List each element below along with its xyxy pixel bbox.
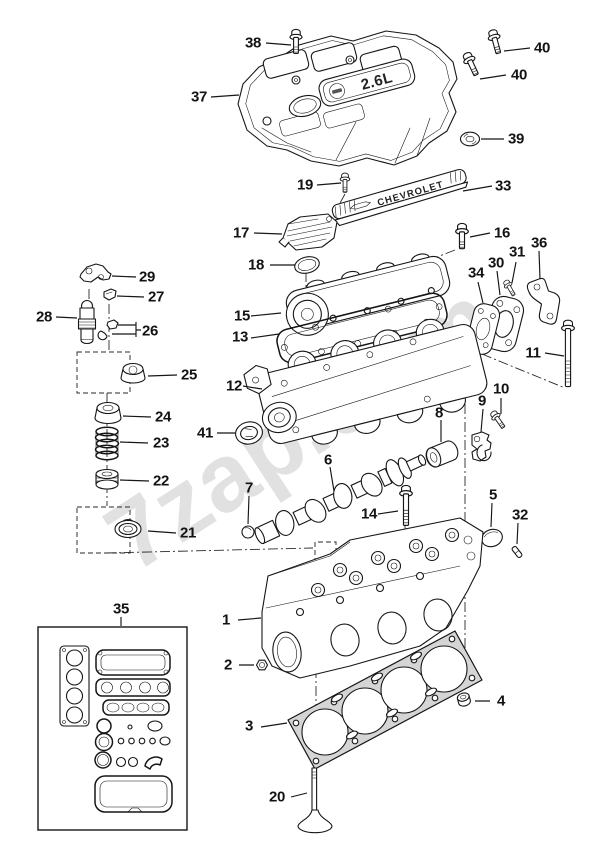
callout-15: 15 — [233, 307, 251, 325]
callout-27: 27 — [147, 288, 165, 306]
oil-filler-cap — [285, 292, 329, 336]
callout-30: 30 — [487, 254, 505, 272]
callout-17: 17 — [232, 224, 250, 242]
brand-strip: CHEVROLET — [331, 168, 469, 227]
callout-37: 37 — [190, 88, 208, 106]
callout-21: 21 — [179, 524, 197, 542]
lifter-28 — [77, 299, 97, 345]
callout-13: 13 — [231, 328, 249, 346]
callout-35: 35 — [112, 600, 130, 618]
camshaft-housing-12 — [243, 318, 488, 445]
callout-12: 12 — [225, 377, 243, 395]
cylinder-head-1 — [261, 517, 484, 679]
camshaft-6 — [254, 454, 427, 545]
nut-2 — [255, 659, 269, 671]
head-gasket-3 — [287, 630, 483, 770]
valve-keepers-26 — [97, 319, 119, 341]
spring-retainer-25 — [120, 362, 146, 384]
spring-seat-22 — [95, 468, 119, 490]
callout-23: 23 — [152, 434, 170, 452]
callout-40-upper: 40 — [533, 39, 551, 57]
callout-31: 31 — [508, 243, 526, 261]
callout-29: 29 — [138, 268, 156, 286]
callout-8: 8 — [434, 404, 444, 422]
rocker-arm-29 — [79, 263, 112, 283]
callout-4: 4 — [496, 692, 506, 710]
callout-3: 3 — [244, 717, 254, 735]
bracket-36 — [526, 277, 561, 325]
bushing-8 — [425, 440, 459, 468]
callout-36: 36 — [530, 234, 548, 252]
bolt-31 — [501, 278, 518, 298]
callout-9: 9 — [477, 392, 487, 410]
module-cover-17 — [278, 213, 338, 251]
callout-7: 7 — [244, 479, 254, 497]
callout-18: 18 — [247, 256, 265, 274]
callout-33: 33 — [494, 177, 512, 195]
bolt-11 — [561, 319, 575, 388]
callout-16: 16 — [493, 224, 511, 242]
callout-11: 11 — [525, 344, 541, 362]
callout-28: 28 — [35, 308, 53, 326]
stem-seal-21 — [114, 518, 142, 539]
callout-19: 19 — [296, 176, 314, 194]
cap-5 — [481, 528, 503, 548]
valve-spring-23 — [94, 426, 120, 461]
bolt-14 — [399, 484, 413, 526]
spring-cap-24 — [94, 401, 122, 425]
pin-32 — [511, 545, 523, 559]
callout-41: 41 — [196, 424, 214, 442]
callout-1: 1 — [221, 611, 231, 629]
plug-4 — [456, 692, 471, 707]
callout-14: 14 — [360, 505, 378, 523]
callout-2: 2 — [223, 656, 233, 674]
bolt-40-lower — [460, 50, 483, 78]
callout-34: 34 — [467, 264, 485, 282]
callout-24: 24 — [154, 408, 172, 426]
callout-6: 6 — [323, 451, 333, 469]
camshaft-bearing-boss — [261, 401, 297, 434]
callout-26: 26 — [141, 322, 159, 340]
callout-22: 22 — [152, 472, 170, 490]
callout-25: 25 — [180, 366, 198, 384]
callout-39: 39 — [507, 130, 525, 148]
bowtie-icon — [349, 201, 371, 210]
grommet-39 — [459, 131, 481, 147]
oring-18 — [294, 256, 320, 274]
callout-10: 10 — [492, 380, 510, 398]
callout-38: 38 — [244, 34, 262, 52]
engine-cover: 2.6L — [237, 30, 458, 167]
callout-32: 32 — [511, 506, 529, 524]
screw-19 — [339, 172, 351, 193]
valve-20 — [297, 767, 333, 834]
bolt-10 — [488, 408, 508, 431]
ball-7 — [241, 525, 255, 539]
bolt-40-upper — [485, 27, 505, 56]
callout-40-lower: 40 — [510, 66, 528, 84]
gasket-kit-35 — [37, 626, 188, 831]
callout-20: 20 — [268, 788, 286, 806]
thrust-fork-9 — [471, 431, 492, 462]
leader-lines — [55, 42, 565, 798]
engine-badge: 2.6L — [318, 58, 416, 107]
plug-41 — [235, 421, 263, 445]
chevrolet-emblem-icon — [329, 83, 345, 99]
valve-spring-bosses — [310, 527, 460, 598]
valve-keeper-27 — [103, 288, 117, 301]
bolt-16 — [455, 222, 469, 250]
callout-5: 5 — [488, 486, 498, 504]
